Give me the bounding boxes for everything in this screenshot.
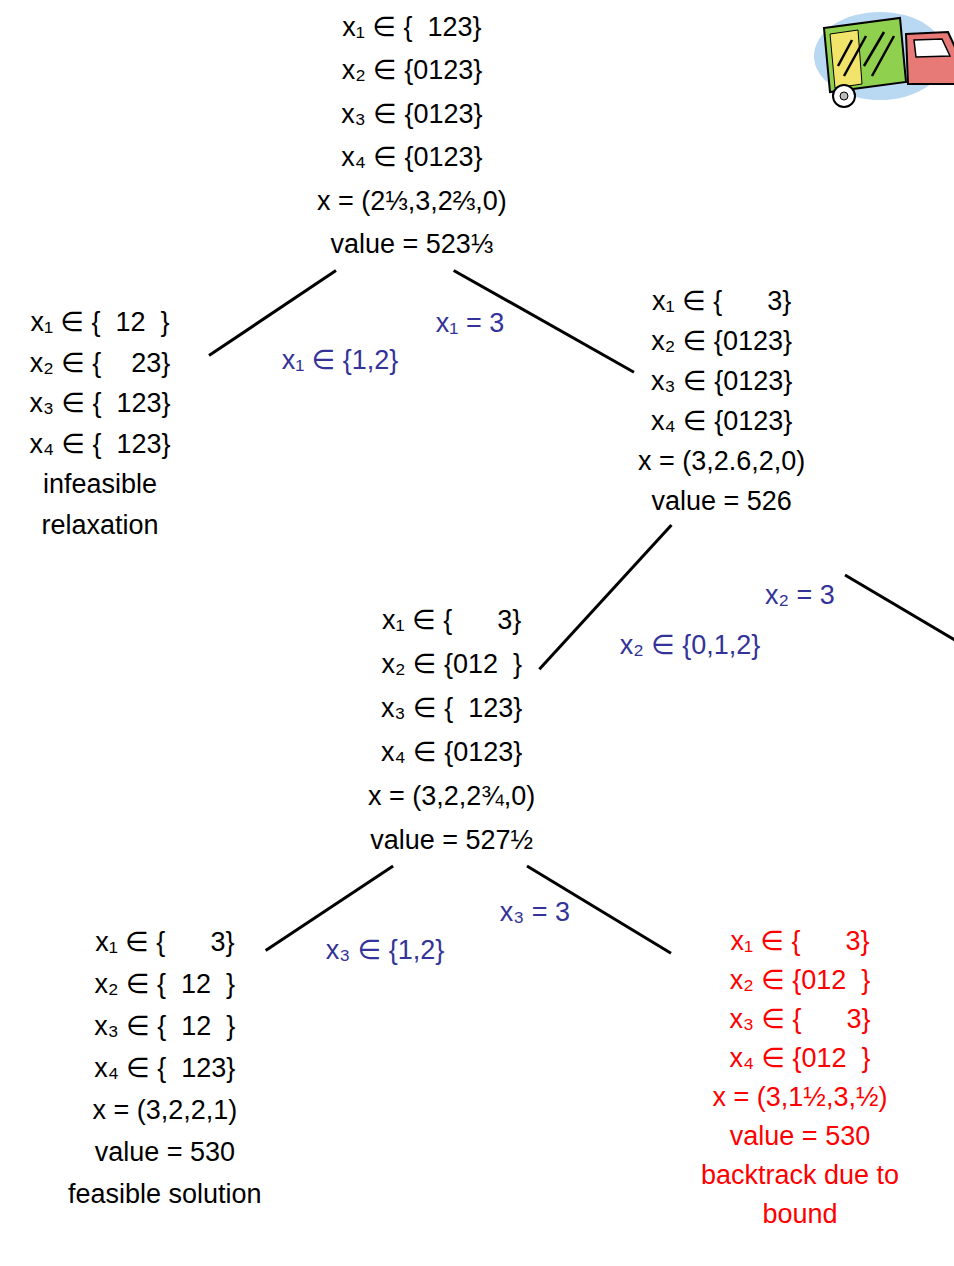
node-line: x = (3,1½,3,½) [675, 1078, 925, 1117]
node-line: x₂ ∈ { 12 } [68, 963, 262, 1005]
tree-node: x₁ ∈ { 3}x₂ ∈ {0123}x₃ ∈ {0123}x₄ ∈ {012… [638, 281, 805, 521]
node-line: x₄ ∈ { 123} [68, 1047, 262, 1089]
node-line: value = 530 [68, 1131, 262, 1173]
node-line: x₂ ∈ {0123} [317, 49, 507, 92]
node-line: x₄ ∈ { 123} [0, 424, 205, 465]
truck-window [914, 39, 950, 57]
truck-cab [906, 32, 954, 84]
node-line: feasible solution [68, 1173, 262, 1215]
node-line: x₃ ∈ {0123} [317, 93, 507, 136]
truck-panel [830, 30, 862, 88]
node-line: x₂ ∈ {012 } [675, 961, 925, 1000]
truck-box [824, 18, 906, 92]
branch-line [209, 270, 336, 355]
node-line: x₃ ∈ { 123} [368, 686, 535, 730]
truck-hub [840, 92, 848, 100]
node-line: x₃ ∈ { 12 } [68, 1005, 262, 1047]
truck-clipart [808, 6, 954, 118]
node-line: x₄ ∈ {012 } [675, 1039, 925, 1078]
branch-label: x₁ = 3 [433, 307, 507, 339]
node-line: value = 523⅓ [317, 223, 507, 266]
node-line: x₄ ∈ {0123} [368, 730, 535, 774]
truck-wheel [833, 85, 855, 107]
node-line: x₁ ∈ { 3} [638, 281, 805, 321]
branch-label: x₂ ∈ {0,1,2} [617, 629, 764, 661]
tree-node: x₁ ∈ { 3}x₂ ∈ { 12 }x₃ ∈ { 12 }x₄ ∈ { 12… [68, 921, 262, 1215]
node-line: infeasible relaxation [0, 464, 205, 545]
branch-label: x₂ = 3 [762, 579, 838, 611]
node-line: x₁ ∈ { 3} [368, 598, 535, 642]
node-line: x = (3,2,2¾,0) [368, 774, 535, 818]
branch-label: x₃ = 3 [497, 896, 573, 928]
node-line: x₁ ∈ { 3} [675, 922, 925, 961]
node-line: x₁ ∈ { 12 } [0, 302, 205, 343]
node-line: x₃ ∈ { 123} [0, 383, 205, 424]
tree-node: x₁ ∈ { 12 }x₂ ∈ { 23}x₃ ∈ { 123}x₄ ∈ { 1… [0, 302, 205, 546]
node-line: x₂ ∈ {012 } [368, 642, 535, 686]
node-line: x₃ ∈ { 3} [675, 1000, 925, 1039]
node-line: value = 527½ [368, 818, 535, 862]
node-line: x = (2⅓,3,2⅔,0) [317, 180, 507, 223]
node-line: x₃ ∈ {0123} [638, 361, 805, 401]
tree-node: x₁ ∈ { 3}x₂ ∈ {012 }x₃ ∈ { 123}x₄ ∈ {012… [368, 598, 535, 862]
node-line: x₂ ∈ { 23} [0, 343, 205, 384]
branch-label: x₃ ∈ {1,2} [323, 934, 448, 966]
node-line: x₄ ∈ {0123} [317, 136, 507, 179]
node-line: value = 530 [675, 1117, 925, 1156]
truck-stripes [838, 32, 894, 76]
node-line: value = 526 [638, 481, 805, 521]
tree-node: x₁ ∈ { 123}x₂ ∈ {0123}x₃ ∈ {0123}x₄ ∈ {0… [317, 6, 507, 266]
node-line: x = (3,2,2,1) [68, 1089, 262, 1131]
node-line: x = (3,2.6,2,0) [638, 441, 805, 481]
node-line: x₁ ∈ { 123} [317, 6, 507, 49]
open-branch-line [845, 575, 954, 643]
tree-node: x₁ ∈ { 3}x₂ ∈ {012 }x₃ ∈ { 3}x₄ ∈ {012 }… [675, 922, 925, 1234]
node-line: x₄ ∈ {0123} [638, 401, 805, 441]
node-line: x₁ ∈ { 3} [68, 921, 262, 963]
branch-label: x₁ ∈ {1,2} [279, 344, 402, 376]
node-line: backtrack due to bound [675, 1156, 925, 1234]
node-line: x₂ ∈ {0123} [638, 321, 805, 361]
